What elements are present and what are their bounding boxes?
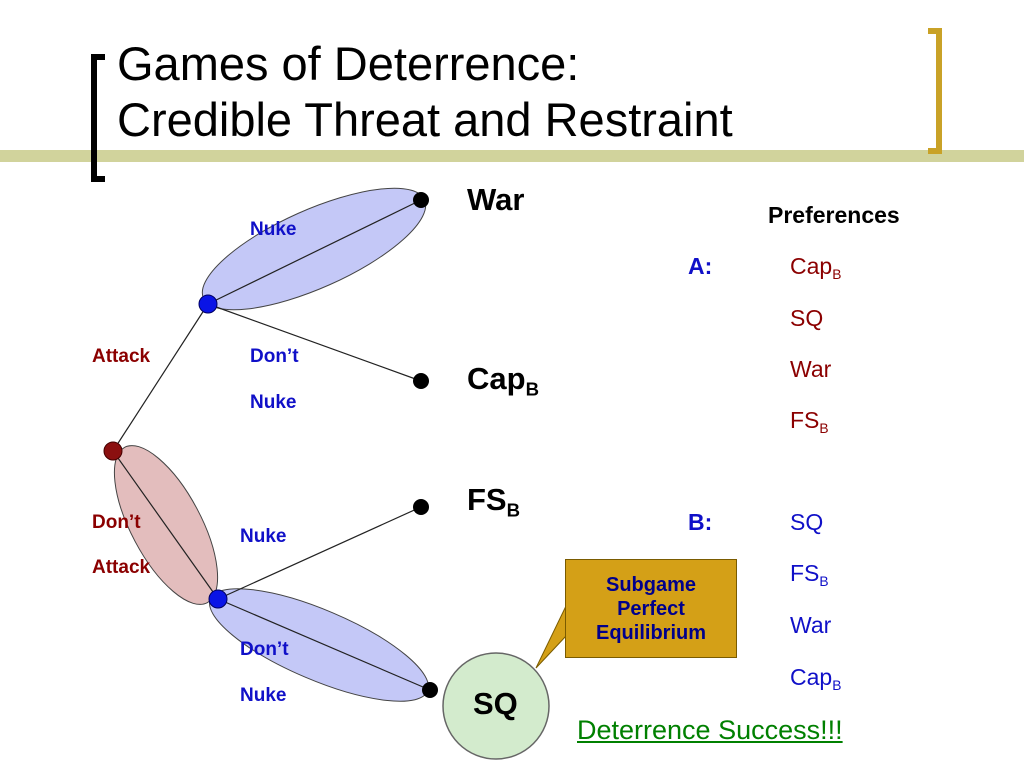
- preferences-heading: Preferences: [768, 202, 900, 228]
- label-dont-attack-line2: Attack: [92, 557, 151, 578]
- label-lower-dont-nuke-line1: Don’t: [240, 639, 289, 660]
- label-dont-attack-line1: Don’t: [92, 512, 141, 533]
- subgame-perfect-equilibrium-callout: Subgame Perfect Equilibrium: [565, 559, 737, 658]
- callout-line-3: Equilibrium: [596, 621, 706, 644]
- pref-a-2: SQ: [790, 305, 824, 331]
- terminal-node-fs: [413, 499, 429, 515]
- outcome-war: War: [467, 182, 525, 217]
- edge-attack: [112, 303, 209, 452]
- label-lower-nuke: Nuke: [240, 526, 287, 547]
- pref-a-4: FSB: [790, 407, 829, 436]
- player-b-label: B:: [688, 509, 713, 535]
- player-a-label: A:: [688, 253, 713, 279]
- edge-upper-dont-nuke: [207, 303, 422, 382]
- lower-decision-node: [208, 589, 228, 609]
- label-lower-dont-nuke-line2: Nuke: [240, 685, 287, 706]
- pref-b-4: CapB: [790, 664, 842, 693]
- label-upper-nuke: Nuke: [250, 219, 297, 240]
- terminal-node-cap: [413, 373, 429, 389]
- pref-b-3: War: [790, 612, 832, 638]
- label-attack: Attack: [92, 346, 151, 367]
- right-bracket-decoration: [928, 28, 942, 154]
- label-upper-dont-nuke-line1: Don’t: [250, 346, 299, 367]
- pref-a-3: War: [790, 356, 832, 382]
- upper-info-set: [201, 187, 427, 311]
- deterrence-success-link[interactable]: Deterrence Success!!!: [577, 715, 843, 745]
- upper-decision-node: [198, 294, 218, 314]
- edge-dont-attack: [112, 450, 219, 600]
- callout-pointer: [535, 605, 567, 669]
- edge-lower-dont-nuke: [217, 598, 431, 691]
- root-node: [103, 441, 123, 461]
- terminal-node-sq: [422, 682, 438, 698]
- callout-line-1: Subgame: [605, 573, 697, 596]
- slide-title: Games of Deterrence: Credible Threat and…: [117, 36, 733, 148]
- lower-info-set: [209, 588, 429, 702]
- left-bracket-decoration: [91, 54, 105, 182]
- callout-line-2: Perfect: [617, 597, 685, 620]
- pref-b-1: SQ: [790, 509, 824, 535]
- sq-highlight-circle: [442, 652, 550, 760]
- title-line-2: Credible Threat and Restraint: [117, 93, 733, 146]
- terminal-node-war: [413, 192, 429, 208]
- pref-b-2: FSB: [790, 560, 829, 589]
- title-underline-bar: [0, 150, 1024, 162]
- outcome-sq: SQ: [473, 686, 518, 721]
- edge-lower-nuke: [217, 506, 422, 600]
- outcome-fs: FSB: [467, 482, 521, 521]
- title-line-1: Games of Deterrence:: [117, 37, 580, 90]
- label-upper-dont-nuke-line2: Nuke: [250, 392, 297, 413]
- outcome-cap: CapB: [467, 361, 540, 400]
- edge-upper-nuke: [207, 199, 422, 305]
- pref-a-1: CapB: [790, 253, 842, 282]
